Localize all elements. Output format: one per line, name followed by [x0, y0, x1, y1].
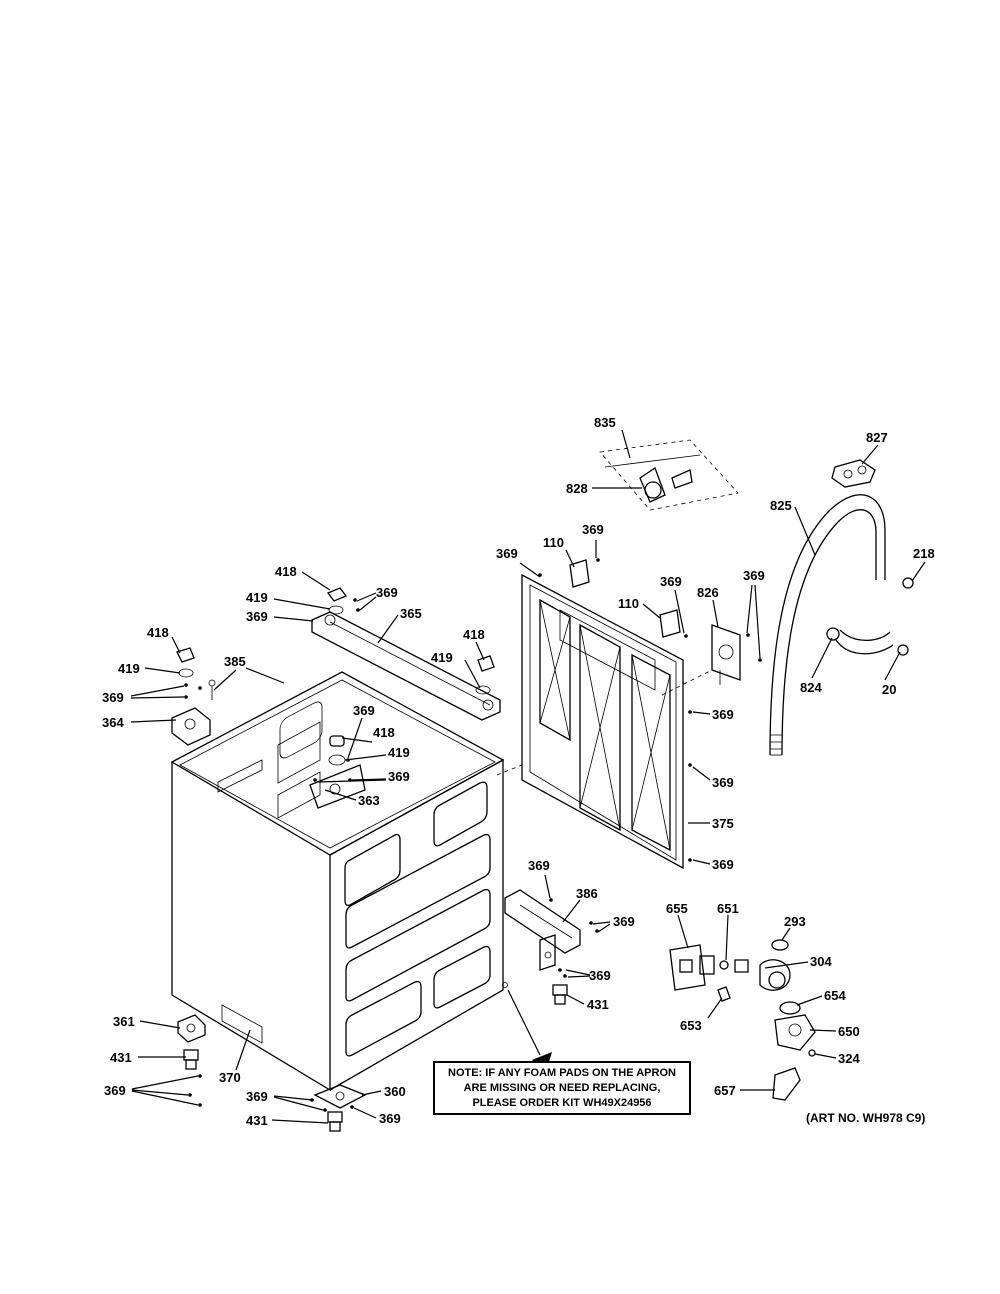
- label-369: 369: [246, 609, 268, 624]
- label-369: 369: [660, 574, 682, 589]
- label-369: 369: [496, 546, 518, 561]
- note-line-3: PLEASE ORDER KIT WH49X24956: [472, 1096, 652, 1109]
- label-825: 825: [770, 498, 792, 513]
- hose-guide-clip: [831, 459, 876, 488]
- label-655: 655: [666, 901, 688, 916]
- label-418: 418: [373, 725, 395, 740]
- lower-rear-bracket: [504, 889, 581, 971]
- leader-lines: [130, 429, 926, 1124]
- label-369: 369: [712, 707, 734, 722]
- label-650: 650: [838, 1024, 860, 1039]
- label-365: 365: [400, 606, 422, 621]
- label-363: 363: [358, 793, 380, 808]
- label-827: 827: [866, 430, 888, 445]
- rear-access-covers: [569, 559, 681, 638]
- label-653: 653: [680, 1018, 702, 1033]
- assembly-guide-lines: [496, 669, 713, 776]
- label-418: 418: [275, 564, 297, 579]
- label-385: 385: [224, 654, 246, 669]
- label-369: 369: [353, 703, 375, 718]
- label-419: 419: [118, 661, 140, 676]
- label-419: 419: [388, 745, 410, 760]
- label-369: 369: [528, 858, 550, 873]
- art-number: (ART NO. WH978 C9): [806, 1111, 926, 1125]
- label-418: 418: [147, 625, 169, 640]
- label-218: 218: [913, 546, 935, 561]
- label-369: 369: [712, 857, 734, 872]
- label-304: 304: [810, 954, 832, 969]
- label-360: 360: [384, 1084, 406, 1099]
- note-line-2: ARE MISSING OR NEED REPLACING,: [463, 1081, 661, 1094]
- label-657: 657: [714, 1083, 736, 1098]
- label-369: 369: [379, 1111, 401, 1126]
- drain-hose: [769, 494, 894, 756]
- rear-panel: [521, 573, 684, 870]
- label-369: 369: [589, 968, 611, 983]
- part-labels: 835 828 827 825 218 369 110 369 369 110 …: [102, 415, 935, 1128]
- top-cover-assembly: [599, 439, 739, 511]
- note-line-1: NOTE: IF ANY FOAM PADS ON THE APRON: [448, 1066, 676, 1079]
- label-20: 20: [882, 682, 896, 697]
- label-361: 361: [113, 1014, 135, 1029]
- label-110: 110: [618, 596, 639, 611]
- label-431: 431: [110, 1050, 132, 1065]
- label-110: 110: [543, 535, 564, 550]
- label-431: 431: [587, 997, 609, 1012]
- label-418: 418: [463, 627, 485, 642]
- label-828: 828: [566, 481, 588, 496]
- terminal-block: [711, 624, 741, 685]
- label-419: 419: [431, 650, 453, 665]
- label-369: 369: [104, 1083, 126, 1098]
- label-364: 364: [102, 715, 124, 730]
- label-826: 826: [697, 585, 719, 600]
- label-370: 370: [219, 1070, 241, 1085]
- label-835: 835: [594, 415, 616, 430]
- label-651: 651: [717, 901, 739, 916]
- pump-assembly: [717, 939, 816, 1101]
- label-824: 824: [800, 680, 822, 695]
- foam-pads-note: NOTE: IF ANY FOAM PADS ON THE APRON ARE …: [433, 1061, 691, 1115]
- leveling-legs: [183, 984, 568, 1132]
- label-369: 369: [102, 690, 124, 705]
- label-369: 369: [388, 769, 410, 784]
- cabinet: [170, 671, 505, 1092]
- label-369: 369: [376, 585, 398, 600]
- water-inlet-valve: [669, 944, 749, 991]
- label-369: 369: [743, 568, 765, 583]
- label-431: 431: [246, 1113, 268, 1128]
- hose-clamps: [826, 577, 914, 656]
- label-369: 369: [582, 522, 604, 537]
- leg-corner-plates: [177, 1014, 367, 1109]
- label-386: 386: [576, 886, 598, 901]
- left-corner-bracket: [171, 707, 211, 746]
- label-324: 324: [838, 1051, 860, 1066]
- label-654: 654: [824, 988, 846, 1003]
- label-293: 293: [784, 914, 806, 929]
- label-419: 419: [246, 590, 268, 605]
- label-375: 375: [712, 816, 734, 831]
- label-369: 369: [246, 1089, 268, 1104]
- label-369: 369: [613, 914, 635, 929]
- label-369: 369: [712, 775, 734, 790]
